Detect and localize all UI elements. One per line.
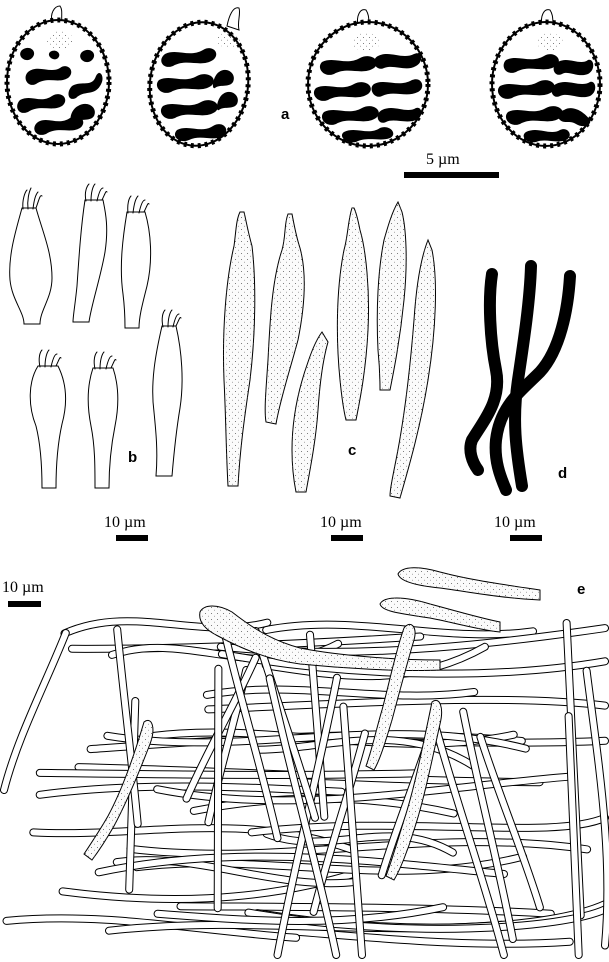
panel-d-hyphae: d 10 µm [464, 260, 576, 541]
hypha-lumen [263, 830, 456, 856]
panel-e-scale-bar [8, 601, 41, 607]
hypha-lumen [583, 667, 609, 949]
terminal-cell-3 [379, 597, 501, 633]
hypha-lumen [340, 703, 365, 958]
hypha-lumen [565, 713, 582, 958]
basidium-1 [9, 187, 53, 325]
cystidium-3 [291, 331, 329, 493]
basidium-5 [87, 351, 119, 489]
hypha-lumen [214, 665, 222, 912]
cystidium-4 [336, 207, 370, 421]
spore-4 [489, 9, 603, 149]
cystidium-2 [264, 213, 305, 425]
hypha-lumen [114, 626, 141, 827]
hypha-lumen [460, 708, 516, 942]
panel-e-scale-label: 10 µm [2, 579, 44, 596]
terminal-cell-6 [83, 720, 154, 861]
hypha-lumen [432, 723, 507, 958]
hypha-lumen [177, 903, 554, 917]
cystidium-1 [222, 211, 256, 487]
panel-c-letter: c [348, 442, 356, 459]
hypha-lumen [1, 630, 69, 793]
panel-d-scale-label: 10 µm [494, 514, 536, 531]
terminal-cell-4 [365, 624, 416, 771]
hypha-lumen [266, 675, 340, 958]
spore-2 [147, 7, 251, 149]
panel-b-scale-label: 10 µm [104, 514, 146, 531]
panel-b-letter: b [128, 449, 137, 466]
basidium-6 [152, 309, 183, 477]
hypha-lumen [36, 769, 422, 778]
panel-e-pileipellis: e 10 µm [0, 567, 609, 959]
panel-c-scale-bar [331, 535, 363, 541]
terminal-cell-1 [199, 605, 441, 672]
hypha-lumen [205, 696, 608, 713]
panel-b-basidia: b 10 µm [9, 183, 183, 541]
hypha-lumen [218, 651, 608, 677]
panel-b-scale-bar [116, 535, 148, 541]
panel-c-cystidia: c 10 µm [222, 200, 436, 541]
hypha-lumen [154, 904, 447, 924]
basidium-3 [120, 195, 152, 329]
terminal-cell-2 [397, 567, 541, 601]
cystidium-5 [376, 200, 407, 391]
basidium-4 [29, 349, 66, 489]
hypha-lumen [203, 686, 478, 699]
cystidium-6 [389, 238, 436, 499]
hypha-lumen [220, 626, 281, 842]
hyphal-network [0, 617, 609, 959]
spore-3 [305, 9, 431, 149]
panel-a-scale-label: 5 µm [426, 151, 460, 168]
panel-e-letter: e [577, 581, 585, 598]
panel-a-spores: a 5 µm [4, 5, 603, 178]
panel-d-letter: d [558, 465, 567, 482]
terminal-cell-5 [385, 700, 443, 881]
hypha-lumen [262, 643, 488, 680]
basidium-2 [72, 183, 108, 323]
panel-a-letter: a [281, 106, 290, 123]
hypha-lumen [274, 674, 340, 958]
spore-1 [4, 5, 112, 147]
panel-d-scale-bar [510, 535, 542, 541]
panel-a-scale-bar [404, 172, 499, 178]
hypha-lumen [263, 621, 536, 638]
hypha-lumen [477, 733, 543, 911]
panel-c-scale-label: 10 µm [320, 514, 362, 531]
